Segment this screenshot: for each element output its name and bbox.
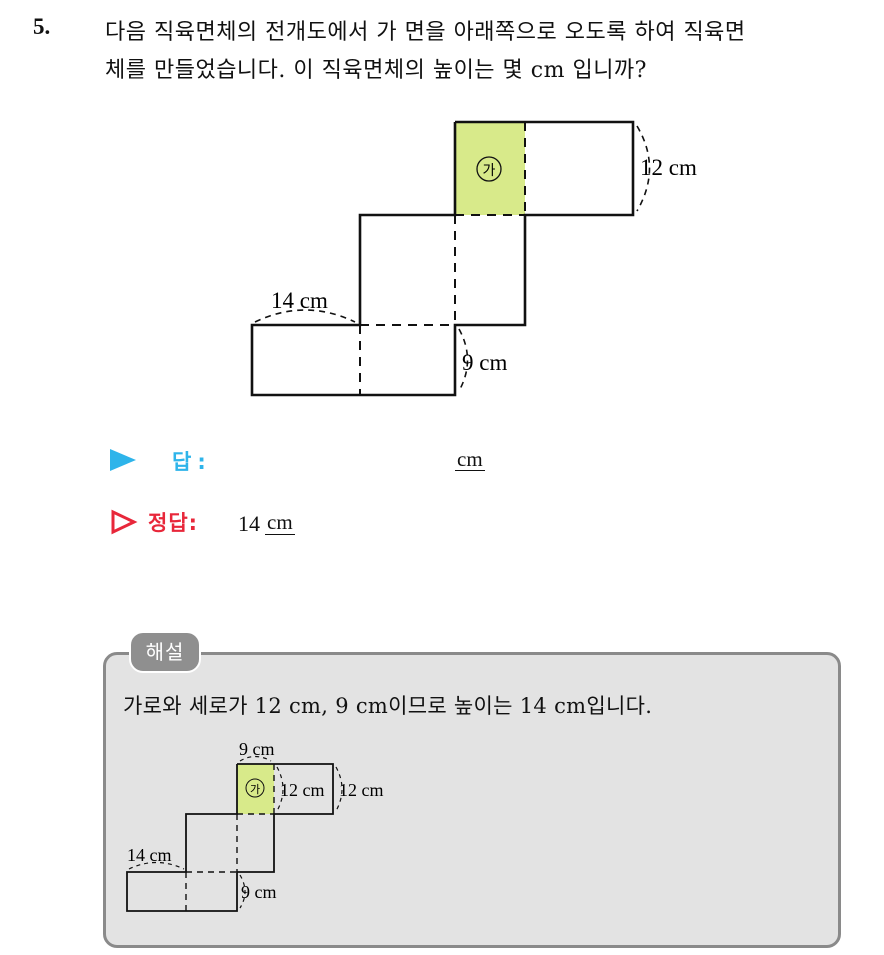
dim-left-label: 14 cm — [271, 288, 328, 313]
net-outline — [250, 120, 635, 397]
dim-right-label: 12 cm — [640, 155, 697, 180]
filled-triangle-icon — [110, 449, 136, 471]
question-number: 5. — [33, 14, 51, 39]
answer-row: 답: cm — [110, 446, 610, 476]
explanation-tab: 해설 — [129, 631, 201, 673]
dim-bottom-label: 9 cm — [462, 350, 507, 375]
answer-unit: cm — [455, 447, 485, 471]
face-ga-circle — [476, 156, 502, 182]
outlined-triangle-icon — [111, 509, 138, 535]
explanation-text: 가로와 세로가 12 cm, 9 cm이므로 높이는 14 cm입니다. — [123, 694, 653, 718]
correct-answer-label: 정답: — [148, 511, 199, 535]
fold-lines — [359, 122, 526, 395]
face-ga-highlight — [455, 122, 525, 215]
dimension-arcs — [254, 125, 651, 392]
answer-label: 답: — [172, 450, 212, 474]
question-text-line1: 다음 직육면체의 전개도에서 가 면을 아래쪽으로 오도록 하여 직육면 — [105, 20, 746, 45]
correct-answer-row: 정답: 14 cm — [110, 507, 610, 539]
question-text-line2: 체를 만들었습니다. 이 직육면체의 높이는 몇 cm 입니까? — [105, 58, 647, 83]
correct-answer-value: 14 — [238, 511, 260, 536]
correct-answer-unit: cm — [265, 510, 295, 535]
face-ga-label: 가 — [483, 163, 496, 179]
